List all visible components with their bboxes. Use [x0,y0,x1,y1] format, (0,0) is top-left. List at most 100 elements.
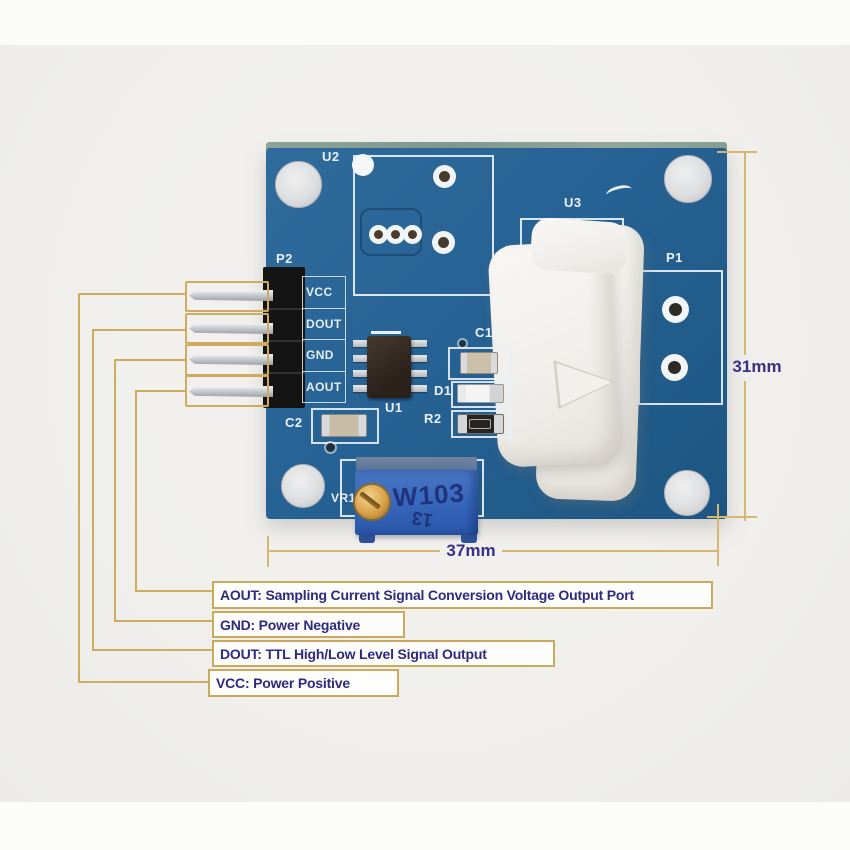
callout-aout: AOUT: Sampling Current Signal Conversion… [212,581,713,609]
callout-gnd-text: GND: Power Negative [220,616,361,633]
trimmer-side-marking: 13 [410,506,435,531]
u1-pin1-mark [371,331,401,334]
callout-gnd: GND: Power Negative [212,611,405,638]
ref-label-p1: P1 [666,250,683,265]
dim-31-line-upper [744,152,746,355]
vcc-connector-v [78,293,80,683]
top-margin-band [0,0,850,45]
pad-right-lower [438,237,449,248]
u1-pin-l2 [353,355,368,362]
bottom-margin-band [0,802,850,850]
vcc-connector-h2 [78,681,209,683]
ref-label-c1: C1 [475,325,493,340]
ref-label-u3: U3 [564,195,582,210]
aout-connector-h2 [135,590,213,592]
trimmer-foot-left [359,533,375,543]
u2-silkscreen-box [353,155,494,296]
ref-label-c2: C2 [285,415,303,430]
u1-pin-r2 [410,355,427,362]
mounting-hole-bottom-right [664,470,710,516]
solder-slot-outline [360,208,422,256]
aout-connector-h1 [135,390,186,392]
pin-label-cell-aout: AOUT [303,372,345,403]
ref-label-r2: R2 [424,411,442,426]
hall-sensor-top-cap [529,216,629,276]
pad-small-3 [408,230,417,239]
dout-connector-h2 [92,649,213,651]
pin-highlight-box-vcc [185,281,269,312]
pad-right-upper [439,171,450,182]
pin-label-dout: DOUT [306,316,342,331]
pin-label-vcc: VCC [306,285,333,300]
vcc-connector-h1 [78,293,186,295]
white-dot-pad [352,154,374,176]
p2-header-gap-1 [263,308,305,310]
u1-pin-r4 [410,385,427,392]
c2-capacitor [321,414,367,437]
p2-header-gap-3 [263,372,305,374]
p2-pin-dout [189,323,273,334]
r2-resistor [457,414,504,434]
p2-header-gap-2 [263,340,305,342]
c1-pad-frame [448,347,512,380]
p2-pin-label-grid: VCC DOUT GND AOUT [302,276,346,403]
ref-label-d1: D1 [434,383,452,398]
trimmer-foot-right [461,533,477,543]
via-2 [326,443,335,452]
pcb-top-edge [266,142,727,151]
ref-label-u2: U2 [322,149,340,164]
pin-label-aout: AOUT [306,379,342,394]
dim-31-label: 31mm [732,357,782,376]
callout-dout: DOUT: TTL High/Low Level Signal Output [212,640,555,667]
mounting-hole-top-left [275,161,322,208]
dim-31-tick-top [717,151,757,153]
dim-37-line-right [502,550,718,552]
callout-dout-text: DOUT: TTL High/Low Level Signal Output [220,645,487,662]
pin-label-gnd: GND [306,348,334,363]
p2-pin-vcc [189,290,273,301]
pin-highlight-box-gnd [185,344,269,376]
d1-diode [457,384,504,403]
p1-hole-1 [669,303,682,316]
dim-31-line-lower [744,381,746,521]
gnd-connector-h1 [114,359,186,361]
ref-label-u1: U1 [385,400,403,415]
pin-label-cell-gnd: GND [303,340,345,372]
via-1 [459,340,466,347]
p2-pin-gnd [189,354,273,365]
trimmer-screw [353,483,391,521]
u1-chip-body [367,336,411,398]
p2-pin-aout [189,386,273,397]
pad-small-1 [374,230,383,239]
u1-pin-l4 [353,385,368,392]
gnd-connector-h2 [114,620,213,622]
mounting-hole-bottom-left [281,464,325,508]
dout-connector-v [92,329,94,651]
mounting-hole-top-right [664,155,712,203]
c1-capacitor [460,352,498,374]
callout-vcc-text: VCC: Power Positive [216,675,350,691]
pad-small-2 [391,230,400,239]
gnd-connector-v [114,359,116,622]
dout-connector-h1 [92,329,186,331]
ref-label-p2: P2 [276,251,293,266]
dim-37-tick-right [717,504,719,566]
r2-pad-frame [451,410,512,438]
pin-label-cell-dout: DOUT [303,309,345,340]
dim-37-line-left [268,550,440,552]
pin-highlight-box-dout [185,313,269,344]
dim-31-tick-bottom [707,516,757,518]
u1-pin-r1 [410,340,427,347]
pin-label-cell-vcc: VCC [303,277,345,309]
r2-marking-smudge [469,419,491,429]
u1-pin-r3 [410,370,427,377]
aout-connector-v [135,390,137,592]
u1-pin-l1 [353,340,368,347]
ref-label-vr1: VR1 [331,491,356,505]
callout-vcc: VCC: Power Positive [208,669,399,697]
u1-pin-l3 [353,370,368,377]
pin-highlight-box-aout [185,375,269,407]
c2-pad-frame [311,408,379,444]
callout-aout-text: AOUT: Sampling Current Signal Conversion… [220,587,634,603]
